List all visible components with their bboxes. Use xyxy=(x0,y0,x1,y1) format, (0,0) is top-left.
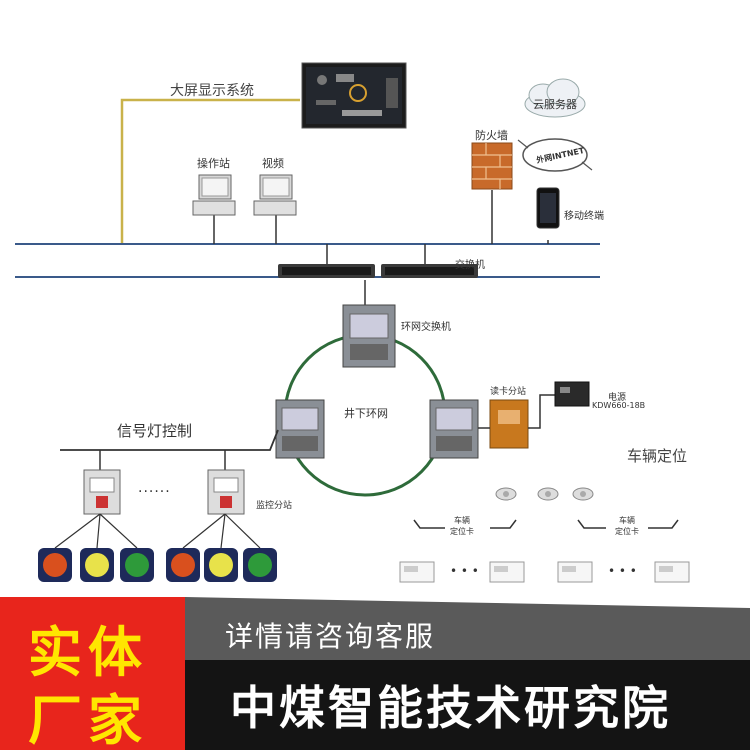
mobile-terminal-icon xyxy=(536,187,560,229)
firewall-label: 防火墙 xyxy=(475,129,508,142)
banner-sub-strip xyxy=(185,608,750,660)
card-reader-station-icon xyxy=(489,399,529,449)
power-model-label: KDW660-18B xyxy=(592,401,646,410)
big-screen-link-line xyxy=(120,98,300,244)
signal-light-red-1 xyxy=(38,548,72,582)
banner-main-strip xyxy=(185,660,750,750)
big-screen-display-icon xyxy=(301,62,407,129)
vehicle-positioning-label: 车辆定位 xyxy=(627,447,688,465)
ring-switch-box-icon xyxy=(342,304,396,368)
vehicle-card-icon xyxy=(399,561,435,583)
vehicle-card-icon xyxy=(489,561,525,583)
monitor-station-right-icon xyxy=(207,469,245,515)
dots-2: • • • xyxy=(608,564,637,578)
signal-control-line xyxy=(60,429,279,451)
vehicle-card-icon xyxy=(557,561,593,583)
signal-light-yellow-2 xyxy=(204,548,238,582)
banner-left-line1: 实体 xyxy=(28,621,148,684)
light-link xyxy=(182,513,261,549)
signal-light-green-1 xyxy=(120,548,154,582)
operator-station-computer-icon xyxy=(192,174,236,216)
signal-light-red-2 xyxy=(166,548,200,582)
operator-station-label: 操作站 xyxy=(197,157,230,170)
banner-left-line2: 厂家 xyxy=(28,689,148,752)
switch-1-icon xyxy=(278,264,375,278)
switch-2-icon xyxy=(381,264,478,278)
light-link xyxy=(54,513,138,549)
switch-label: 交换机 xyxy=(455,260,485,271)
video-computer-icon xyxy=(253,174,297,216)
power-link xyxy=(528,394,555,429)
ring-switch-label: 环网交换机 xyxy=(401,322,451,333)
firewall-icon xyxy=(471,142,513,190)
cloud-server-label: 云服务器 xyxy=(533,98,577,111)
card-reader-antenna-icon xyxy=(537,487,559,501)
network-diagram xyxy=(15,62,690,583)
power-supply-icon xyxy=(554,381,590,407)
monitor-station-left-icon xyxy=(83,469,121,515)
banner-red-block xyxy=(0,597,185,750)
ring-node-left-icon xyxy=(275,399,325,459)
signal-light-control-label: 信号灯控制 xyxy=(117,422,193,440)
banner-sub-text: 详情请咨询客服 xyxy=(225,620,436,653)
internet-icon xyxy=(517,138,593,172)
underground-ring-label: 井下环网 xyxy=(344,407,388,420)
video-label: 视频 xyxy=(262,157,284,170)
big-screen-label: 大屏显示系统 xyxy=(170,83,254,99)
card-reader-antenna-icon xyxy=(572,487,594,501)
power-supply-label: 电源 xyxy=(608,393,627,403)
banner-main-text: 中煤智能技术研究院 xyxy=(230,681,671,735)
card-reader-station-label: 读卡分站 xyxy=(490,387,527,397)
vehicle-group-bracket-1 xyxy=(413,519,517,529)
cloud-server-icon xyxy=(524,78,586,118)
signal-light-yellow-1 xyxy=(80,548,114,582)
ellipsis-label: ...... xyxy=(138,480,171,496)
banner-top-edge xyxy=(185,597,750,608)
mobile-terminal-label: 移动终端 xyxy=(564,211,604,222)
signal-light-green-2 xyxy=(243,548,277,582)
vehicle-group-bracket-2 xyxy=(577,519,679,529)
dots-1: • • • xyxy=(450,564,479,578)
monitor-station-label: 监控分站 xyxy=(256,501,293,511)
vehicle-card-label-2: 车辆 定位卡 xyxy=(615,516,639,536)
card-reader-antenna-icon xyxy=(495,487,517,501)
ring-node-right-icon xyxy=(429,399,479,459)
vehicle-card-icon xyxy=(654,561,690,583)
vehicle-card-label-1: 车辆 定位卡 xyxy=(450,516,474,536)
